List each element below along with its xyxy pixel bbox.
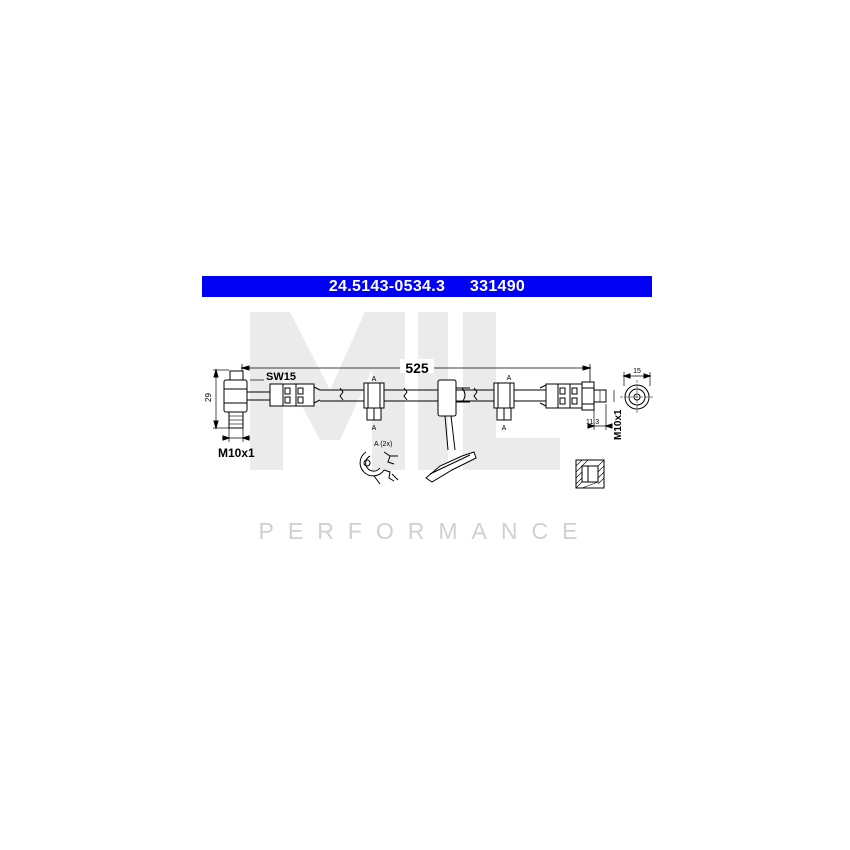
height-label: 29 [204, 393, 213, 402]
port-section-view [575, 459, 605, 489]
length-label: 525 [405, 360, 429, 376]
left-crimp-sleeve [269, 383, 321, 407]
length-dimension: 525 [240, 359, 592, 384]
hose-clip-2: A A [493, 375, 515, 432]
reference-number: 331490 [469, 278, 526, 295]
left-thread-dimension: M10x1 [218, 428, 255, 460]
center-bracket [425, 379, 477, 483]
clip-label-bottom-1: A [372, 425, 377, 432]
hose-body [320, 387, 550, 402]
part-number-header: 24.5143-0534.3 331490 [202, 276, 652, 297]
left-banjo-fitting [223, 370, 270, 429]
height-dimension: 29 [204, 368, 229, 430]
clip-detail: A (2x) [359, 441, 399, 485]
clip-label-top-1: A [372, 376, 377, 383]
clip-label-top-2: A [507, 375, 512, 382]
clip-label-bottom-2: A [502, 425, 507, 432]
diameter-label: 15 [633, 368, 641, 375]
clip-detail-label: A (2x) [374, 441, 392, 448]
watermark-text: PERFORMANCE [258, 518, 592, 544]
right-fitting [581, 381, 607, 411]
wrench-size-label: SW15 [266, 371, 296, 383]
offset-dimension: 11,3 [586, 404, 613, 430]
part-number: 24.5143-0534.3 [328, 278, 446, 295]
right-crimp-sleeve [539, 383, 583, 409]
offset-label: 11,3 [586, 419, 599, 426]
right-thread-label: M10x1 [613, 409, 624, 440]
end-view: 15 [620, 368, 654, 414]
hose-clip-1: A A [363, 376, 385, 432]
left-thread-label: M10x1 [218, 446, 255, 460]
